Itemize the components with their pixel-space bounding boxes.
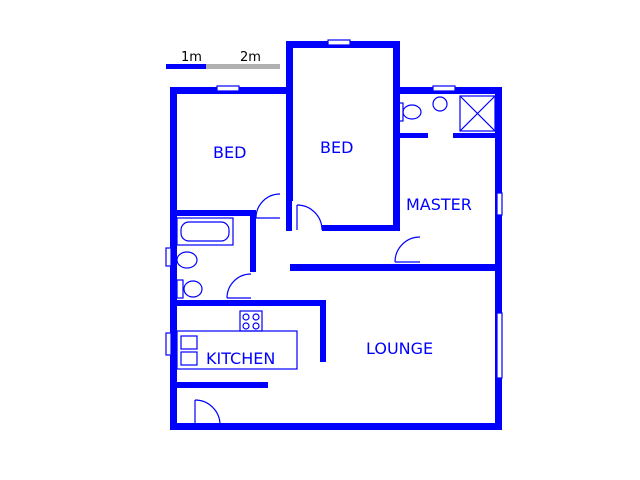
window-master — [496, 192, 503, 216]
door-bed2 — [296, 204, 323, 231]
stove-burner-3 — [242, 322, 250, 330]
scale-bar-primary — [166, 64, 206, 69]
wall-kitchen-bottom — [170, 382, 268, 388]
bath-tub — [176, 217, 234, 246]
wall-passage — [290, 264, 500, 271]
kitchen-sink-2 — [180, 351, 198, 366]
ensuite-toilet-bowl — [402, 104, 422, 120]
window-bed1 — [216, 85, 240, 92]
window-bath — [165, 247, 172, 267]
kitchen-counter — [176, 330, 298, 370]
windows — [165, 39, 503, 379]
window-lounge — [496, 312, 503, 379]
fixtures — [176, 95, 496, 370]
walls — [170, 41, 502, 430]
room-label-bed-1: BED — [213, 143, 246, 162]
scale-label-2m: 2m — [240, 50, 261, 65]
wall-bath-bottom — [170, 300, 326, 306]
bath-tub-inner — [180, 221, 230, 242]
scale-bar: 1m 2m — [166, 50, 280, 69]
stove-burner-4 — [252, 322, 260, 330]
wall-bed2-left-upper — [286, 41, 293, 201]
kitchen-stove — [239, 310, 263, 332]
stove-burner-2 — [252, 313, 260, 321]
wall-bath-right — [250, 210, 256, 272]
door-master — [394, 236, 421, 263]
bath-basin — [176, 251, 198, 269]
room-label-lounge: LOUNGE — [366, 339, 433, 358]
door-bed1 — [255, 193, 281, 219]
ensuite-shower-cross — [459, 95, 496, 132]
wall-bed1-bottom — [170, 210, 255, 216]
wall-bed2-right — [393, 41, 400, 231]
kitchen-sink-1 — [180, 335, 198, 350]
wall-kitchen-right — [320, 300, 326, 362]
room-label-bed-2: BED — [320, 138, 353, 157]
room-label-master: MASTER — [406, 195, 472, 214]
door-front — [194, 399, 221, 426]
ensuite-shower — [459, 95, 496, 132]
wall-ensuite-right — [453, 133, 498, 138]
wall-bed2-bottom — [322, 225, 400, 231]
wall-bottom — [170, 423, 502, 430]
room-label-kitchen: KITCHEN — [206, 349, 275, 368]
wall-right — [495, 87, 502, 429]
window-ensuite — [432, 85, 456, 92]
wall-ensuite-left — [400, 133, 428, 138]
door-bathroom — [226, 273, 252, 299]
bath-toilet-cistern — [176, 279, 184, 299]
wall-left-upper — [170, 87, 177, 217]
doors — [194, 193, 421, 426]
room-labels: BED BED MASTER KITCHEN LOUNGE — [206, 138, 472, 368]
wall-left-lower — [170, 214, 177, 429]
scale-bar-secondary — [206, 64, 280, 69]
window-bed2 — [327, 39, 351, 46]
window-kitchen — [165, 332, 172, 356]
scale-label-1m: 1m — [181, 50, 202, 65]
ensuite-basin — [432, 96, 448, 112]
wall-bed2-left-lower — [286, 200, 292, 231]
stove-burner-1 — [242, 313, 250, 321]
bath-toilet-bowl — [183, 280, 203, 298]
